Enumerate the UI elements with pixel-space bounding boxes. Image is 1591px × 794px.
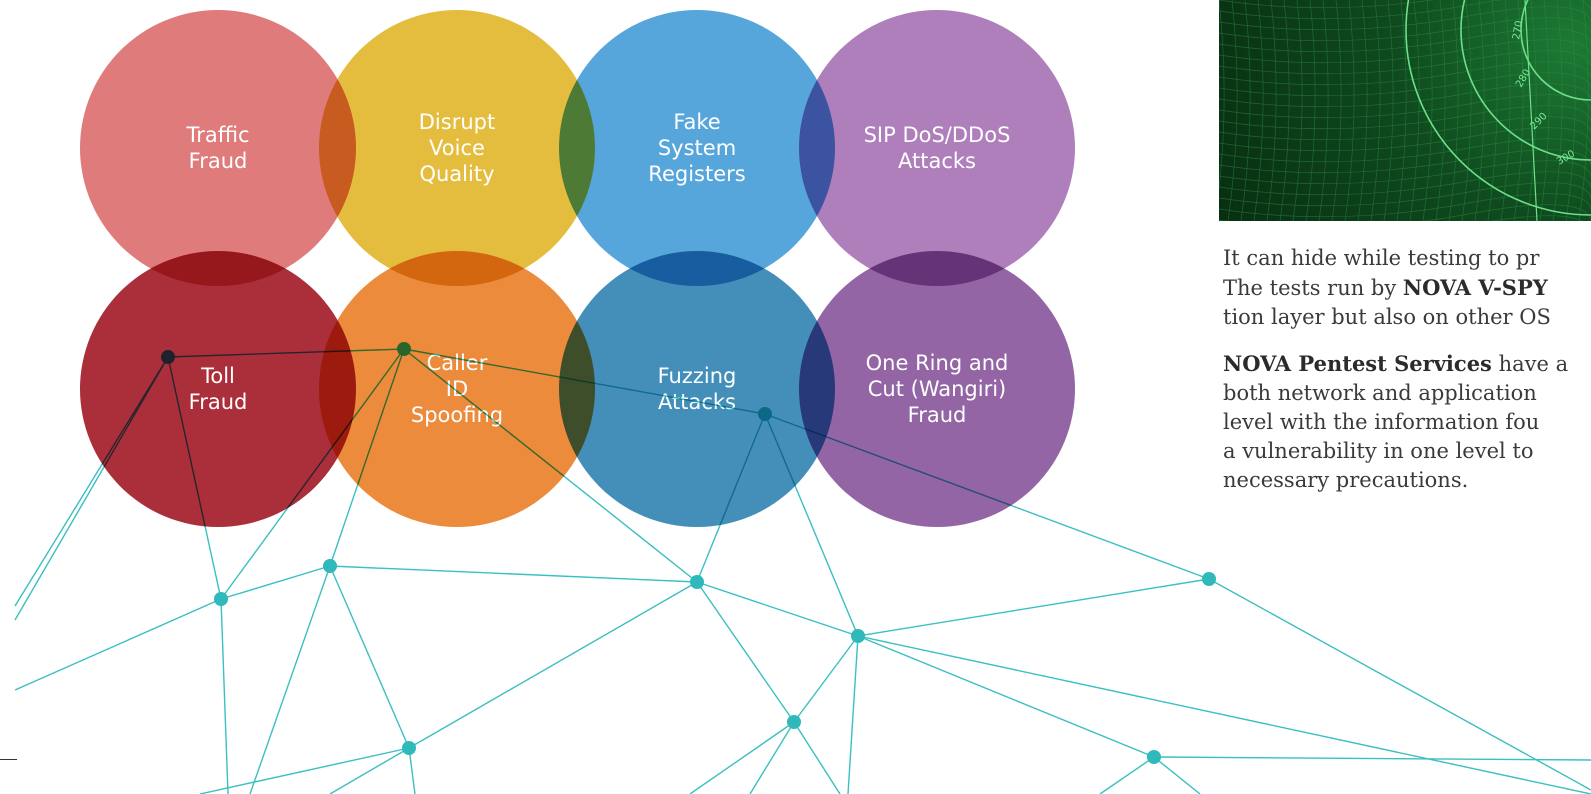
network-edge [249, 565, 331, 794]
network-edge [1153, 756, 1201, 794]
text-line: It can hide while testing to pr [1223, 246, 1540, 270]
network-node [690, 575, 704, 589]
circle-label: Traffic Fraud [186, 123, 250, 173]
radar-tick-label: 270 [1511, 20, 1525, 41]
text-line: both network and application [1223, 381, 1537, 405]
paragraph-2: NOVA Pentest Services have a both networ… [1223, 349, 1591, 495]
network-edge [696, 581, 859, 637]
network-edge [408, 581, 698, 749]
product-name: NOVA V-SPY [1402, 275, 1548, 300]
circle-fake-system-registers: Fake System Registers [559, 10, 835, 286]
network-edge [220, 598, 229, 794]
network-edge [1099, 756, 1155, 794]
circle-label: One Ring and Cut (Wangiri) Fraud [865, 351, 1009, 427]
circle-label: Toll Fraud [188, 364, 248, 414]
network-edge [793, 635, 859, 723]
network-edge [329, 747, 410, 794]
network-edge [329, 565, 698, 583]
network-node [851, 629, 865, 643]
text-line: necessary precautions. [1223, 468, 1469, 492]
circle-disrupt-voice-quality: Disrupt Voice Quality [319, 10, 595, 286]
corner-mark [0, 759, 17, 760]
network-node [1147, 750, 1161, 764]
network-edge [793, 721, 841, 794]
text-fragment: have a [1491, 352, 1569, 376]
network-node [214, 592, 228, 606]
radar-tick-label: 280 [1514, 67, 1533, 89]
network-edge [857, 635, 1155, 758]
network-edge [199, 747, 410, 794]
text-line: level with the information fou [1223, 410, 1540, 434]
text-line: tion layer but also on other OS [1223, 305, 1551, 329]
circle-label: SIP DoS/DDoS Attacks [863, 123, 1011, 173]
network-edge [329, 565, 410, 749]
circle-label: Fake System Registers [648, 110, 746, 186]
network-edge [408, 747, 416, 794]
network-node [787, 715, 801, 729]
network-edge [220, 565, 331, 600]
text-line: The tests run by NOVA V-SPY [1223, 273, 1591, 303]
circle-label: Fuzzing Attacks [657, 364, 737, 414]
circle-toll-fraud: Toll Fraud [80, 251, 356, 527]
description-text: It can hide while testing to pr The test… [1223, 244, 1591, 512]
paragraph-1: It can hide while testing to pr The test… [1223, 244, 1591, 332]
circle-caller-id-spoofing: Caller ID Spoofing [319, 251, 595, 527]
circle-sip-dos-attacks: SIP DoS/DDoS Attacks [799, 10, 1075, 286]
text-fragment: The tests run by [1223, 276, 1403, 300]
network-edge [14, 598, 222, 691]
circle-label: Caller ID Spoofing [410, 351, 504, 427]
circle-label: Disrupt Voice Quality [418, 110, 496, 186]
network-edge [1208, 578, 1591, 791]
network-edge [696, 581, 795, 723]
network-edge [847, 635, 859, 794]
network-edge [857, 578, 1210, 637]
text-line: NOVA Pentest Services have a [1223, 349, 1591, 379]
network-edge [1153, 756, 1591, 761]
network-edge [689, 721, 795, 794]
circle-wangiri-fraud: One Ring and Cut (Wangiri) Fraud [799, 251, 1075, 527]
network-edge [749, 721, 795, 794]
circle-fuzzing-attacks: Fuzzing Attacks [559, 251, 835, 527]
radar-tick-label: 300 [1555, 149, 1577, 168]
radar-image: 270 280 290 300 [1219, 0, 1591, 221]
radar-graphic: 270 280 290 300 [1219, 0, 1591, 221]
circle-traffic-fraud: Traffic Fraud [80, 10, 356, 286]
service-name: NOVA Pentest Services [1223, 351, 1492, 376]
text-line: a vulnerability in one level to [1223, 439, 1534, 463]
network-node [402, 741, 416, 755]
network-node [323, 559, 337, 573]
network-edge [857, 635, 1591, 794]
network-node [1202, 572, 1216, 586]
